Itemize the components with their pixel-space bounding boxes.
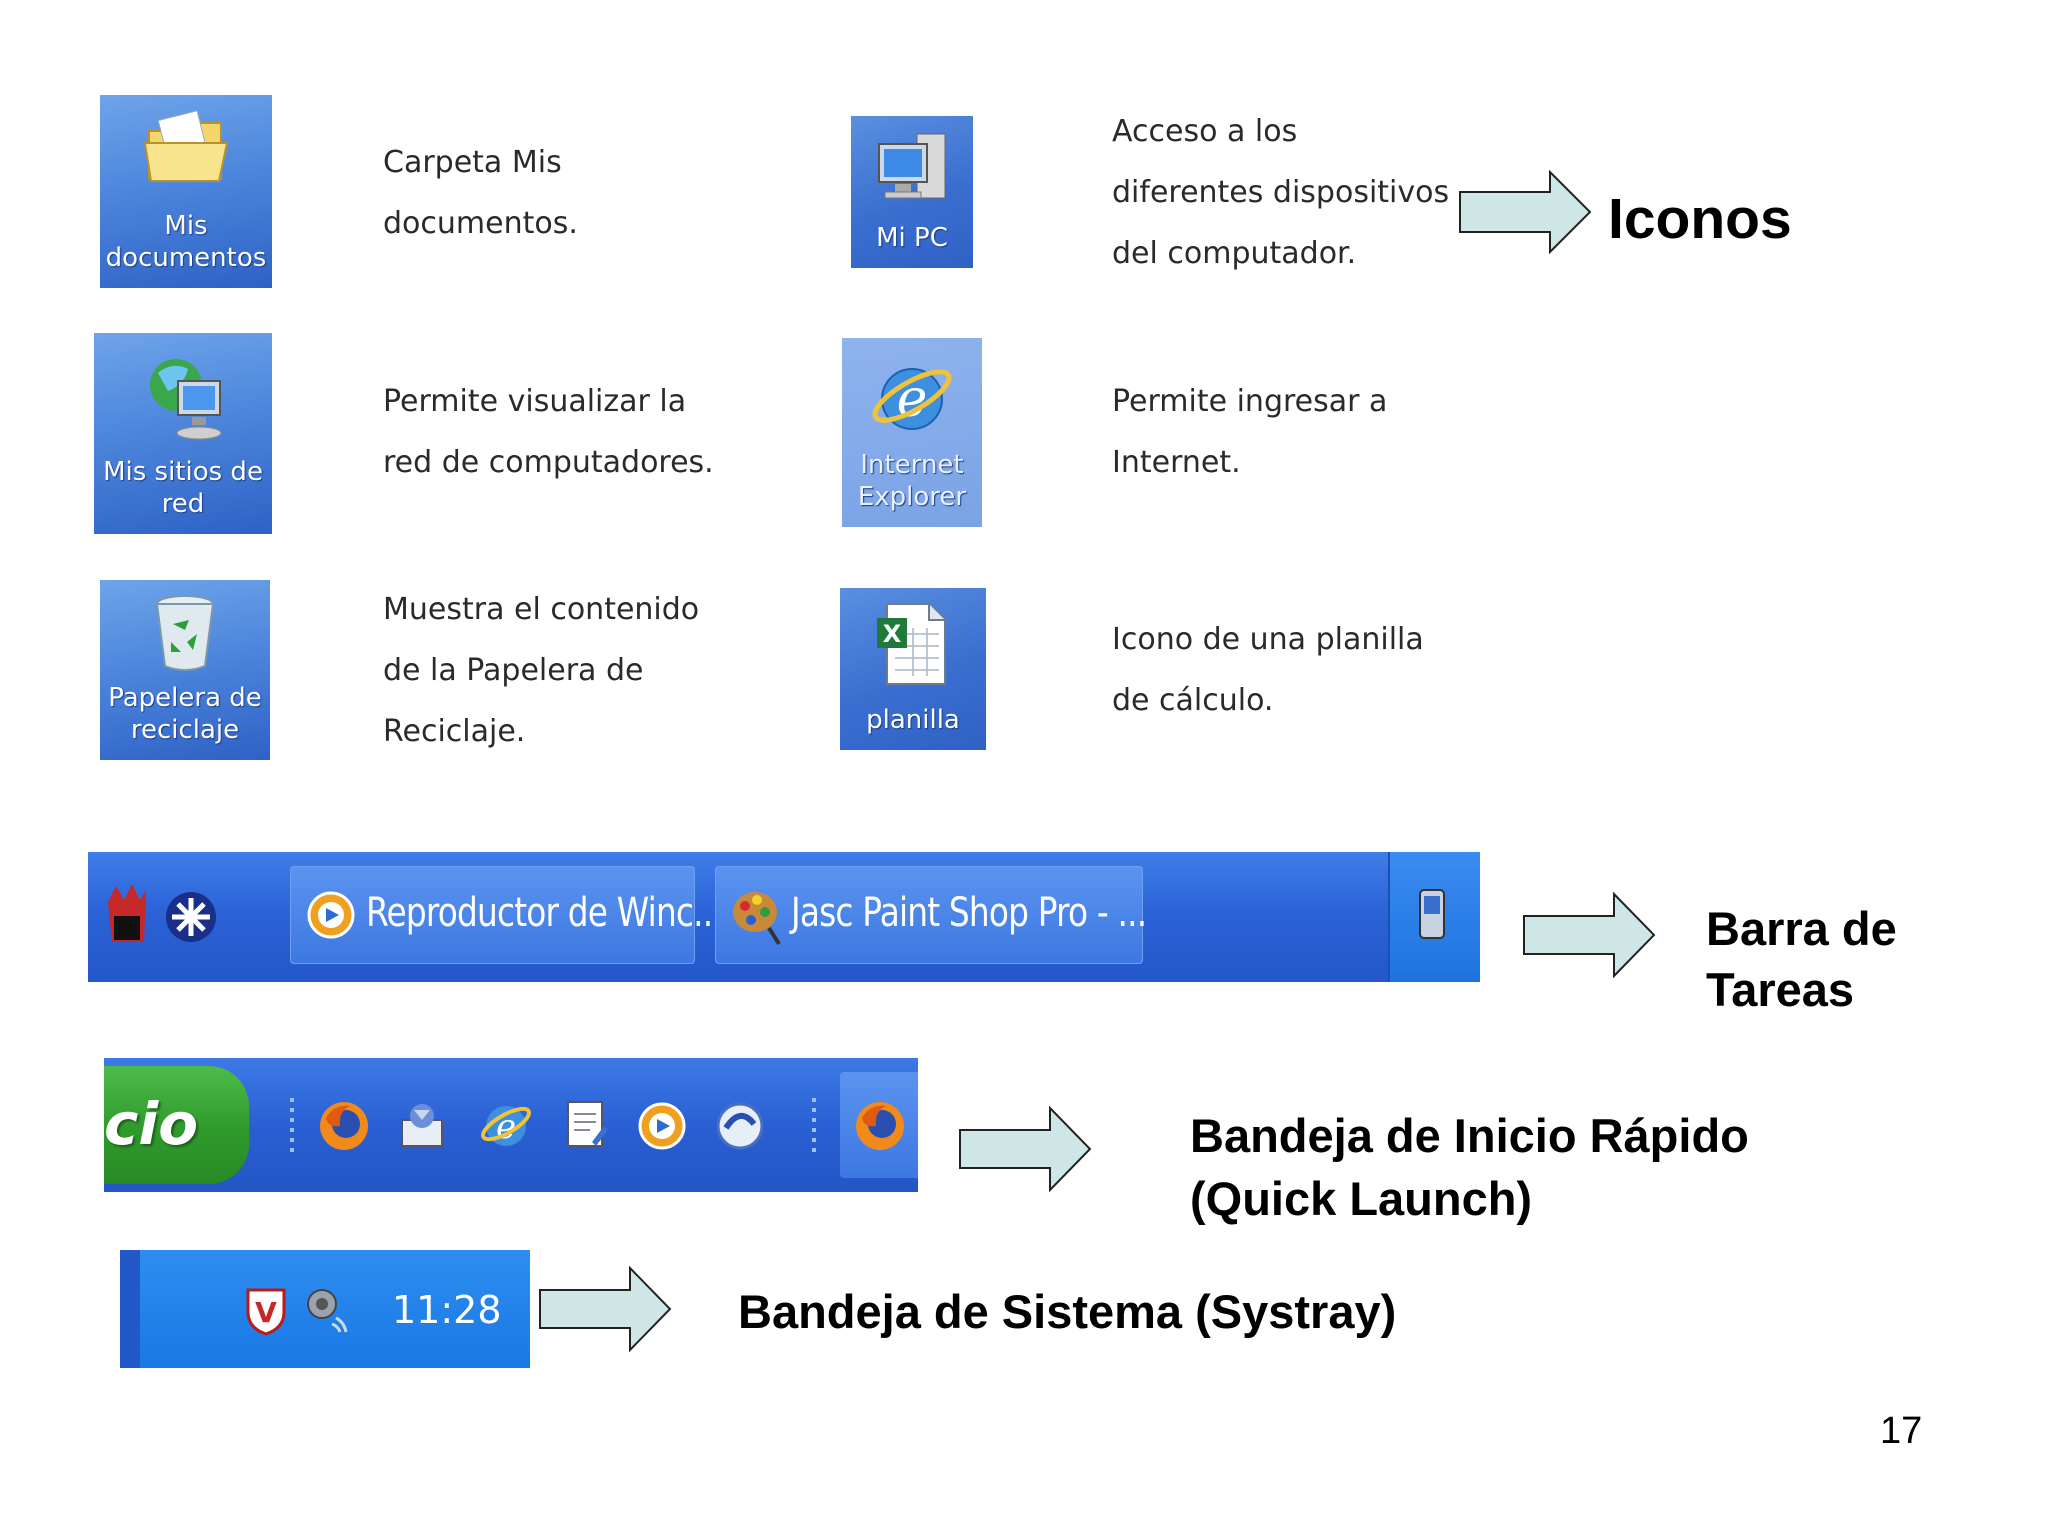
network-icon[interactable] (300, 1282, 356, 1338)
callout-quick-launch: Bandeja de Inicio Rápido (Quick Launch) (1190, 1109, 1749, 1225)
mis-documentos-icon-tile[interactable]: Mis documentos (100, 95, 272, 288)
start-button-label: cio (104, 1090, 199, 1158)
internet-explorer-description: Permite ingresar a Internet. (1112, 384, 1388, 480)
mis-documentos-description: Carpeta Mis documentos. (383, 145, 578, 241)
system-clock[interactable]: 11:28 (392, 1288, 502, 1332)
svg-text:V: V (255, 1296, 277, 1329)
arrow-right-icon (959, 1106, 1092, 1192)
arrow-right-icon (539, 1266, 672, 1352)
planilla-description: Icono de una planilla de cálculo. (1112, 622, 1424, 718)
mi-pc-description: Acceso a los diferentes dispositivos del… (1112, 114, 1450, 271)
internet-explorer-icon: e (872, 368, 952, 430)
arrow-right-icon (1523, 892, 1656, 978)
papelera-de-reciclaje-description: Muestra el contenido de la Papelera de R… (383, 592, 700, 749)
quick-launch-bar: cio e (104, 1058, 918, 1192)
messenger-icon[interactable] (712, 1098, 768, 1154)
mi-pc-icon-tile[interactable]: Mi PC (851, 116, 973, 268)
taskbar-button-label: Reproductor de Winc... (366, 890, 723, 936)
start-button[interactable]: cio (104, 1066, 249, 1184)
antivirus-icon[interactable] (104, 882, 150, 952)
antivirus-icon[interactable]: V (244, 1286, 288, 1336)
recycle-bin-icon (155, 595, 215, 671)
callout-iconos: Iconos (1608, 187, 1792, 251)
taskbar-button-label: Jasc Paint Shop Pro - ... (791, 890, 1147, 936)
taskbar-tray-area (1388, 852, 1480, 982)
media-player-icon[interactable] (634, 1098, 690, 1154)
taskbar-button-firefox[interactable] (840, 1072, 918, 1178)
icon-label: Mis documentos (105, 211, 267, 273)
taskbar-button-paint-shop[interactable]: Jasc Paint Shop Pro - ... (715, 866, 1147, 964)
taskbar-button-media-player[interactable]: Reproductor de Winc... (290, 866, 723, 964)
folder-icon (143, 110, 229, 182)
icon-label: Papelera de reciclaje (108, 683, 262, 745)
thunderbird-icon[interactable] (394, 1098, 450, 1154)
page-number: 17 (1880, 1410, 1923, 1452)
icon-label: Mis sitios de red (103, 457, 263, 519)
phone-icon[interactable] (1414, 886, 1454, 946)
arrow-right-icon (1459, 170, 1592, 254)
network-icon (150, 359, 222, 440)
firefox-icon (856, 1102, 904, 1150)
icon-label: Internet Explorer (857, 450, 967, 512)
internet-explorer-icon-tile[interactable]: e Internet Explorer (842, 338, 982, 527)
spreadsheet-icon: X (877, 603, 946, 685)
toolbar-grip[interactable] (812, 1098, 816, 1158)
toolbar-grip[interactable] (290, 1098, 294, 1158)
system-tray: V 11:28 (120, 1250, 530, 1368)
firefox-icon[interactable] (316, 1098, 372, 1154)
papelera-de-reciclaje-icon-tile[interactable]: Papelera de reciclaje (100, 580, 270, 760)
icon-label: planilla (866, 705, 960, 735)
callout-barra-de-tareas: Barra de Tareas (1706, 902, 1897, 1016)
svg-text:X: X (883, 620, 902, 648)
mis-sitios-de-red-description: Permite visualizar la red de computadore… (383, 384, 714, 480)
callout-systray: Bandeja de Sistema (Systray) (738, 1285, 1397, 1338)
planilla-icon-tile[interactable]: X planilla (840, 588, 986, 750)
computer-icon (878, 133, 946, 199)
media-player-icon (307, 891, 355, 939)
bluetooth-icon[interactable] (164, 890, 218, 944)
paint-shop-icon (733, 892, 781, 946)
icon-label: Mi PC (876, 223, 948, 253)
taskbar: Reproductor de Winc... Jasc Paint Shop P… (88, 852, 1480, 982)
mis-sitios-de-red-icon-tile[interactable]: Mis sitios de red (94, 333, 272, 534)
internet-explorer-icon[interactable]: e (478, 1098, 534, 1154)
editor-icon[interactable] (556, 1096, 612, 1154)
